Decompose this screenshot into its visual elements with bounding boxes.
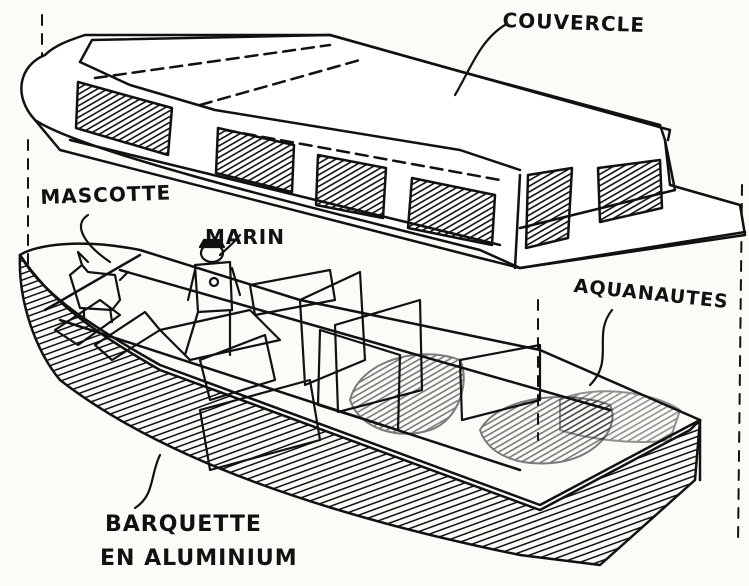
cover-windows	[74, 80, 664, 250]
label-couvercle: COUVERCLE	[502, 8, 646, 37]
aquanauts	[349, 353, 681, 465]
label-barquette-line1: BARQUETTE	[105, 512, 262, 537]
leader-lines	[79, 23, 614, 510]
label-mascotte: MASCOTTE	[40, 180, 172, 209]
cover-lid	[20, 33, 747, 270]
marin-figure	[183, 238, 242, 357]
label-marin: MARIN	[205, 225, 285, 249]
mascotte-figure	[68, 250, 130, 324]
label-barquette-line2: EN ALUMINIUM	[100, 546, 298, 571]
